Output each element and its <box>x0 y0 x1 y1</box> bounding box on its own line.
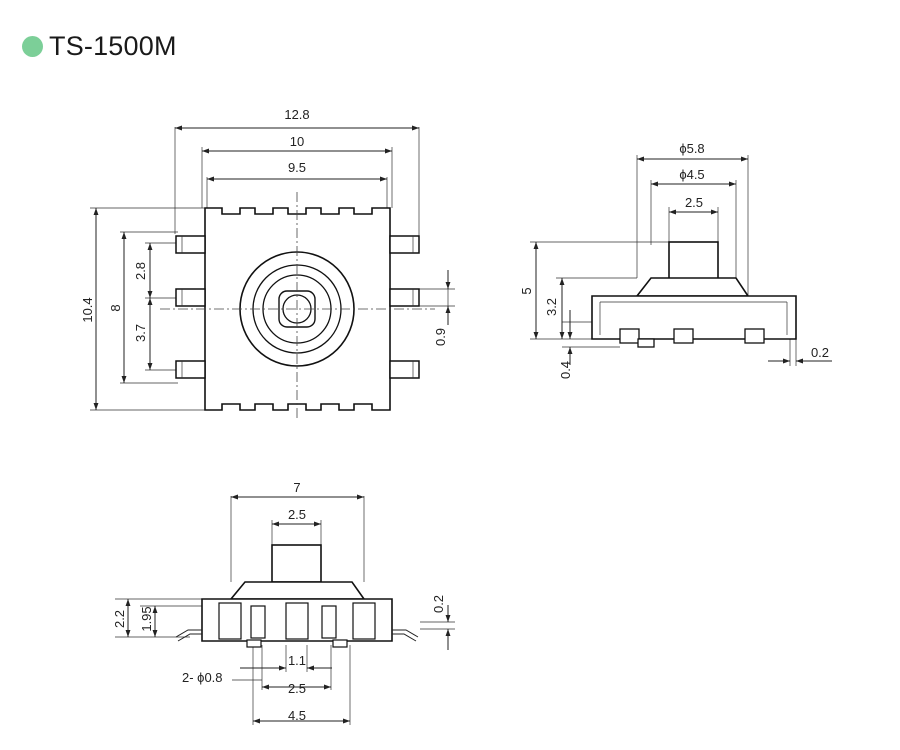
dim-width-inner: 9.5 <box>288 160 306 175</box>
dim-height-b: 1.95 <box>139 606 154 631</box>
status-dot-icon <box>22 35 43 57</box>
page-title: TS-1500M <box>49 30 177 61</box>
dim-width-mid: 10 <box>290 134 304 149</box>
dim-top-width: 7 <box>293 480 300 495</box>
dim-diameter-outer: ϕ5.8 <box>679 141 704 156</box>
dim-stem-width: 2.5 <box>288 507 306 522</box>
dim-stem-width: 2.5 <box>685 195 703 210</box>
dim-width-outer: 12.8 <box>284 107 309 122</box>
dim-height-a: 2.2 <box>112 610 127 628</box>
top-view: 12.8 10 9.5 10.4 8 2.8 3.7 0.9 <box>80 107 455 420</box>
dim-lead-thickness: 0.2 <box>431 595 446 613</box>
dim-pitch-a: 1.1 <box>288 653 306 668</box>
dim-standoff: 0.4 <box>558 361 573 379</box>
dim-lead-thickness: 0.2 <box>811 345 829 360</box>
dim-diameter-inner: ϕ4.5 <box>679 167 704 182</box>
side-view: ϕ5.8 ϕ4.5 2.5 5 3.2 0.4 0.2 <box>519 141 832 379</box>
front-view: 7 2.5 2.2 1.95 0.2 2- ϕ0.8 1.1 2.5 4.5 <box>112 480 455 725</box>
dim-pitch-b: 3.7 <box>133 324 148 342</box>
dim-pitch-b: 2.5 <box>288 681 306 696</box>
dim-lead-width: 0.9 <box>433 328 448 346</box>
dim-pitch-c: 4.5 <box>288 708 306 723</box>
dim-height-outer: 10.4 <box>80 297 95 322</box>
dim-hole-spec: 2- ϕ0.8 <box>182 670 223 685</box>
dim-pitch-a: 2.8 <box>133 262 148 280</box>
dim-height-mid: 8 <box>108 304 123 311</box>
dim-body-height: 3.2 <box>544 298 559 316</box>
header: TS-1500M <box>22 30 177 62</box>
dim-total-height: 5 <box>519 287 534 294</box>
